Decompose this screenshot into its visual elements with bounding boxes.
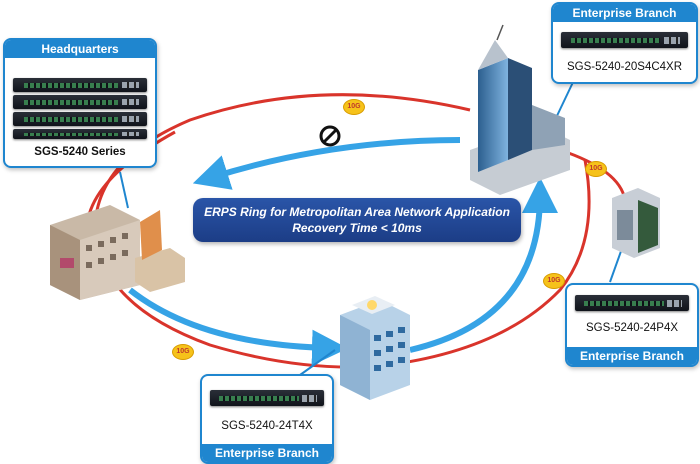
branch-model-right: SGS-5240-24P4X bbox=[585, 322, 679, 334]
switch-stack-icon-3 bbox=[13, 112, 147, 126]
switch-icon-right bbox=[575, 295, 689, 311]
branch-callout-bottom: SGS-5240-24T4X Enterprise Branch bbox=[200, 374, 334, 464]
switch-stack-icon bbox=[13, 78, 147, 92]
branch-building-right-icon bbox=[612, 188, 660, 258]
link-speed-badge-right-upper: 10G bbox=[585, 161, 607, 177]
switch-stack-icon-2 bbox=[13, 95, 147, 109]
flow-arrow-left bbox=[128, 287, 348, 366]
link-speed-badge-top: 10G bbox=[343, 99, 365, 115]
link-speed-badge-right-lower: 10G bbox=[543, 273, 565, 289]
flow-arrow-top bbox=[192, 137, 461, 190]
branch-model-top-right: SGS-5240-20S4C4XR bbox=[566, 61, 683, 73]
ring-link-path bbox=[93, 93, 591, 369]
branch-title-right: Enterprise Branch bbox=[567, 347, 697, 365]
switch-icon-bottom bbox=[210, 390, 324, 406]
branch-title-bottom: Enterprise Branch bbox=[202, 444, 332, 462]
banner-title: ERPS Ring for Metropolitan Area Network … bbox=[204, 205, 510, 219]
link-speed-badge-bottom: 10G bbox=[172, 344, 194, 360]
branch-callout-top-right: Enterprise Branch SGS-5240-20S4C4XR bbox=[551, 2, 698, 84]
switch-stack-icon-4 bbox=[13, 129, 147, 139]
headquarters-callout: Headquarters SGS-5240 Series bbox=[3, 38, 157, 168]
headquarters-model: SGS-5240 Series bbox=[34, 146, 126, 158]
flow-arrow-right bbox=[409, 177, 558, 353]
branch-model-bottom: SGS-5240-24T4X bbox=[221, 420, 313, 432]
switch-icon-top-right bbox=[561, 32, 688, 48]
branch-callout-right: SGS-5240-24P4X Enterprise Branch bbox=[565, 283, 699, 367]
ring-info-banner: ERPS Ring for Metropolitan Area Network … bbox=[193, 198, 521, 242]
tower-building-icon bbox=[470, 24, 570, 195]
headquarters-building-icon bbox=[50, 205, 185, 300]
branch-title-top-right: Enterprise Branch bbox=[553, 4, 696, 22]
branch-building-bottom-icon bbox=[340, 296, 410, 400]
no-entry-icon bbox=[319, 125, 341, 147]
banner-recovery-time: Recovery Time < 10ms bbox=[292, 221, 422, 235]
headquarters-title: Headquarters bbox=[5, 40, 155, 58]
